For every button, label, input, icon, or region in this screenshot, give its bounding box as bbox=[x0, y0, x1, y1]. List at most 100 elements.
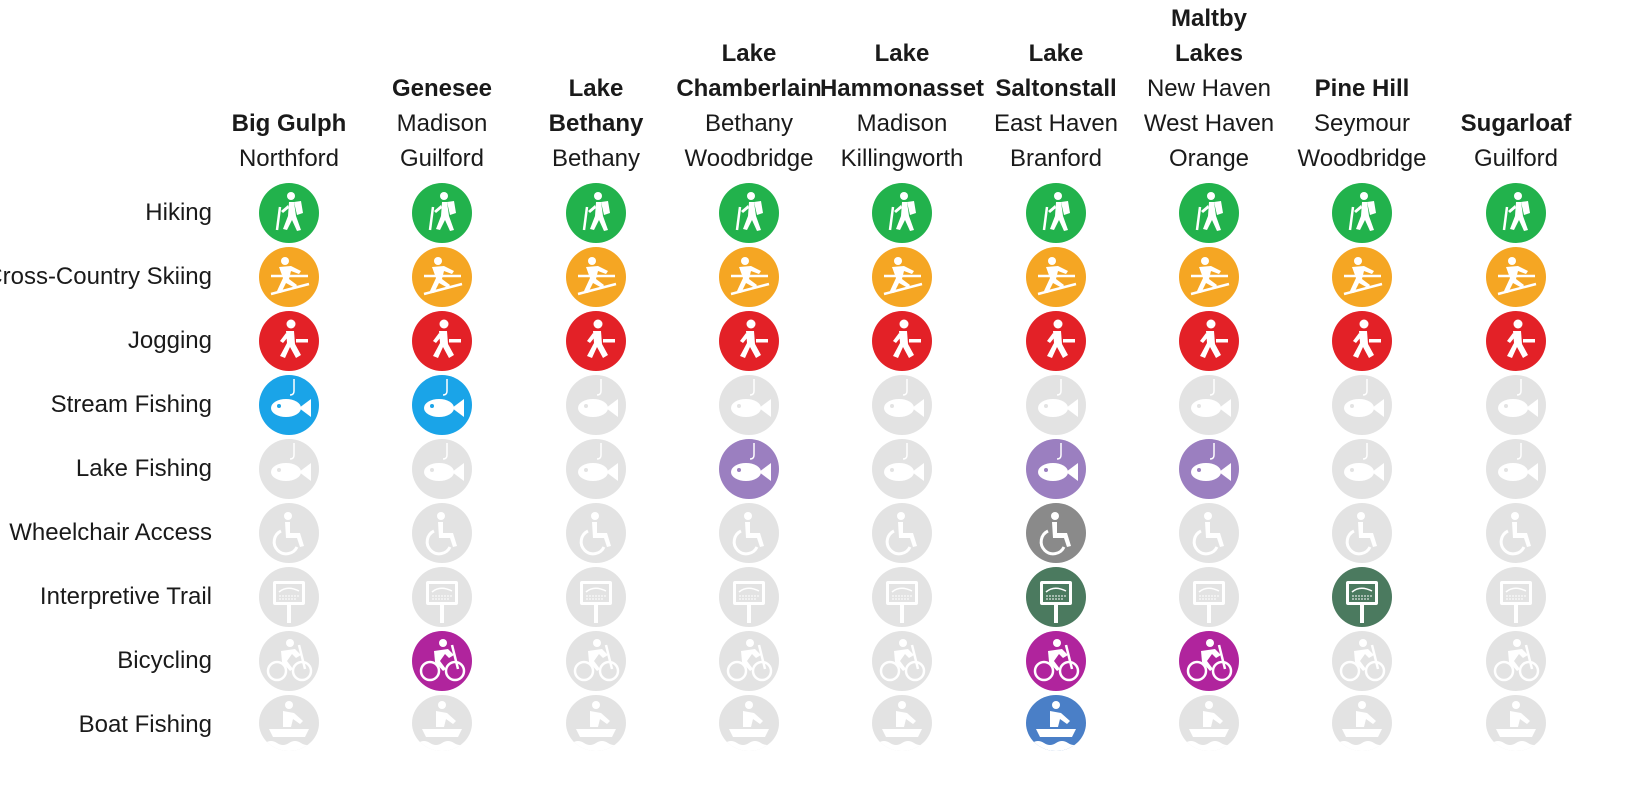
rowboat-icon bbox=[872, 695, 932, 751]
fish-icon bbox=[259, 439, 319, 499]
bicycle-icon bbox=[1179, 631, 1239, 691]
runner-icon bbox=[719, 311, 779, 371]
runner-icon bbox=[1332, 311, 1392, 371]
hiker-icon bbox=[1486, 183, 1546, 243]
activity-label: Stream Fishing bbox=[50, 391, 212, 418]
fish-icon bbox=[1332, 375, 1392, 435]
bicycle-icon bbox=[412, 631, 472, 691]
skier-icon bbox=[1332, 247, 1392, 307]
activity-label: Wheelchair Access bbox=[9, 519, 212, 546]
wheelchair-icon bbox=[1486, 503, 1546, 563]
hiker-icon bbox=[412, 183, 472, 243]
location-towns: New Haven West Haven Orange bbox=[1143, 75, 1275, 172]
activity-label: Bicycling bbox=[117, 647, 212, 674]
hiker-icon bbox=[566, 183, 626, 243]
wheelchair-icon bbox=[412, 503, 472, 563]
skier-icon bbox=[412, 247, 472, 307]
skier-icon bbox=[1026, 247, 1086, 307]
location-towns: Guilford bbox=[1473, 145, 1559, 172]
fish-icon bbox=[719, 375, 779, 435]
location-name: Lake Hammonasset bbox=[819, 40, 985, 102]
bicycle-icon bbox=[259, 631, 319, 691]
skier-icon bbox=[1179, 247, 1239, 307]
activity-label: Cross-Country Skiing bbox=[0, 263, 212, 290]
fish-icon bbox=[1486, 375, 1546, 435]
hiker-icon bbox=[1026, 183, 1086, 243]
fish-icon bbox=[412, 439, 472, 499]
activity-label: Jogging bbox=[127, 327, 212, 354]
location-towns: Bethany Woodbridge bbox=[684, 110, 814, 172]
rowboat-icon bbox=[566, 695, 626, 751]
hiker-icon bbox=[719, 183, 779, 243]
fish-icon bbox=[1026, 439, 1086, 499]
skier-icon bbox=[872, 247, 932, 307]
fish-icon bbox=[872, 375, 932, 435]
skier-icon bbox=[719, 247, 779, 307]
fish-icon bbox=[1026, 375, 1086, 435]
fish-icon bbox=[259, 375, 319, 435]
rowboat-icon bbox=[1179, 695, 1239, 751]
fish-icon bbox=[566, 375, 626, 435]
hiker-icon bbox=[1332, 183, 1392, 243]
rowboat-icon bbox=[1332, 695, 1392, 751]
activity-label: Boat Fishing bbox=[78, 711, 212, 738]
rowboat-icon bbox=[259, 695, 319, 751]
hiker-icon bbox=[259, 183, 319, 243]
bicycle-icon bbox=[1486, 631, 1546, 691]
location-name: Maltby Lakes bbox=[1170, 5, 1247, 67]
fish-icon bbox=[566, 439, 626, 499]
hiker-icon bbox=[1179, 183, 1239, 243]
location-towns: Northford bbox=[238, 145, 340, 172]
rowboat-icon bbox=[1026, 695, 1086, 751]
activity-label: Interpretive Trail bbox=[39, 583, 212, 610]
location-name: Lake Saltonstall bbox=[995, 40, 1117, 102]
sign-icon bbox=[1486, 567, 1546, 627]
runner-icon bbox=[1026, 311, 1086, 371]
wheelchair-icon bbox=[1179, 503, 1239, 563]
rowboat-icon bbox=[719, 695, 779, 751]
fish-icon bbox=[1179, 439, 1239, 499]
wheelchair-icon bbox=[566, 503, 626, 563]
fish-icon bbox=[412, 375, 472, 435]
fish-icon bbox=[1332, 439, 1392, 499]
sign-icon bbox=[412, 567, 472, 627]
rowboat-icon bbox=[412, 695, 472, 751]
bicycle-icon bbox=[872, 631, 932, 691]
location-name: Pine Hill bbox=[1314, 75, 1410, 102]
bicycle-icon bbox=[719, 631, 779, 691]
location-name: Sugarloaf bbox=[1460, 110, 1572, 137]
sign-icon bbox=[719, 567, 779, 627]
hiker-icon bbox=[872, 183, 932, 243]
runner-icon bbox=[566, 311, 626, 371]
location-name: Big Gulph bbox=[231, 110, 347, 137]
location-towns: Madison Guilford bbox=[396, 110, 488, 172]
sign-icon bbox=[872, 567, 932, 627]
runner-icon bbox=[872, 311, 932, 371]
location-towns: Bethany bbox=[551, 145, 641, 172]
bicycle-icon bbox=[566, 631, 626, 691]
runner-icon bbox=[1486, 311, 1546, 371]
wheelchair-icon bbox=[259, 503, 319, 563]
location-name: Lake Chamberlain bbox=[676, 40, 822, 102]
rowboat-icon bbox=[1486, 695, 1546, 751]
sign-icon bbox=[1179, 567, 1239, 627]
activity-label: Lake Fishing bbox=[75, 455, 212, 482]
wheelchair-icon bbox=[872, 503, 932, 563]
runner-icon bbox=[412, 311, 472, 371]
location-towns: Madison Killingworth bbox=[840, 110, 964, 172]
skier-icon bbox=[566, 247, 626, 307]
activity-label: Hiking bbox=[145, 199, 212, 226]
fish-icon bbox=[872, 439, 932, 499]
wheelchair-icon bbox=[719, 503, 779, 563]
runner-icon bbox=[259, 311, 319, 371]
location-towns: Seymour Woodbridge bbox=[1297, 110, 1427, 172]
fish-icon bbox=[1486, 439, 1546, 499]
